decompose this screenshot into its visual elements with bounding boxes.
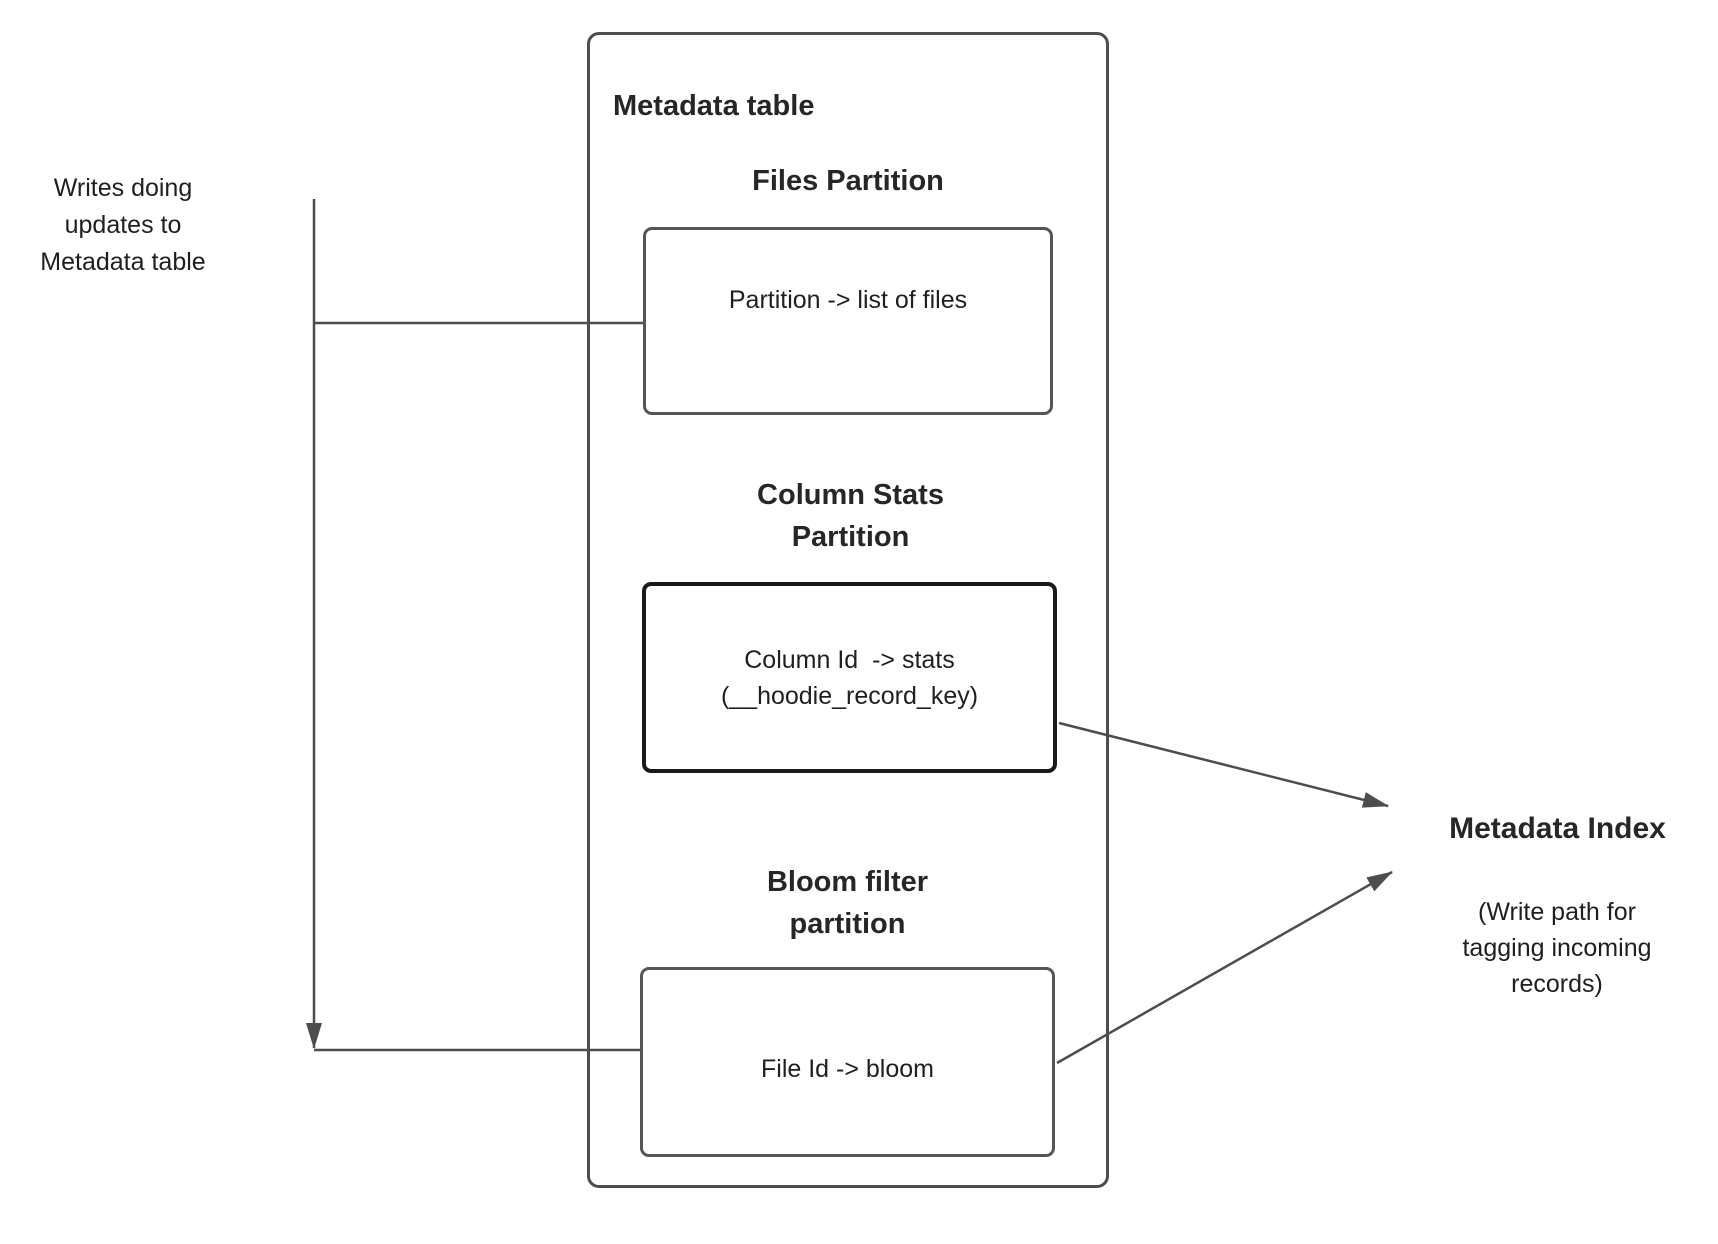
metadata-table-title: Metadata table	[613, 90, 815, 122]
writes-note-line-1: Writes doing	[53, 174, 193, 202]
metadata-index-subtitle-line-3: records)	[1511, 970, 1603, 998]
bloom-filter-partition-box: File Id -> bloom	[640, 967, 1055, 1157]
files-partition-box-text: Partition -> list of files	[728, 286, 968, 314]
bloom-heading-line-1: Bloom filter	[766, 866, 929, 898]
bloom-box-text: File Id -> bloom	[761, 1055, 934, 1083]
metadata-index-subtitle: (Write path for tagging incoming records…	[1417, 894, 1697, 1002]
column-stats-heading-line-2: Partition	[791, 521, 910, 553]
bloom-filter-partition-heading: Bloom filter partition	[640, 861, 1055, 945]
metadata-index-subtitle-line-2: tagging incoming	[1462, 934, 1652, 962]
files-partition-heading: Files Partition	[752, 165, 944, 197]
metadata-index-subtitle-line-1: (Write path for	[1478, 898, 1636, 926]
column-stats-heading-line-1: Column Stats	[757, 479, 944, 511]
column-stats-box-line-1: Column Id -> stats	[744, 645, 955, 674]
bloom-heading-line-2: partition	[789, 908, 906, 940]
metadata-index-title: Metadata Index	[1449, 812, 1666, 845]
writes-note: Writes doing updates to Metadata table	[12, 170, 234, 281]
files-partition-box: Partition -> list of files	[643, 227, 1053, 415]
column-stats-partition-heading: Column Stats Partition	[643, 474, 1058, 558]
writes-note-line-3: Metadata table	[40, 248, 206, 276]
column-stats-partition-box: Column Id -> stats (__hoodie_record_key)	[642, 582, 1057, 773]
writes-note-line-2: updates to	[64, 211, 182, 239]
column-stats-box-line-2: (__hoodie_record_key)	[720, 681, 979, 710]
metadata-table-box	[587, 32, 1109, 1188]
